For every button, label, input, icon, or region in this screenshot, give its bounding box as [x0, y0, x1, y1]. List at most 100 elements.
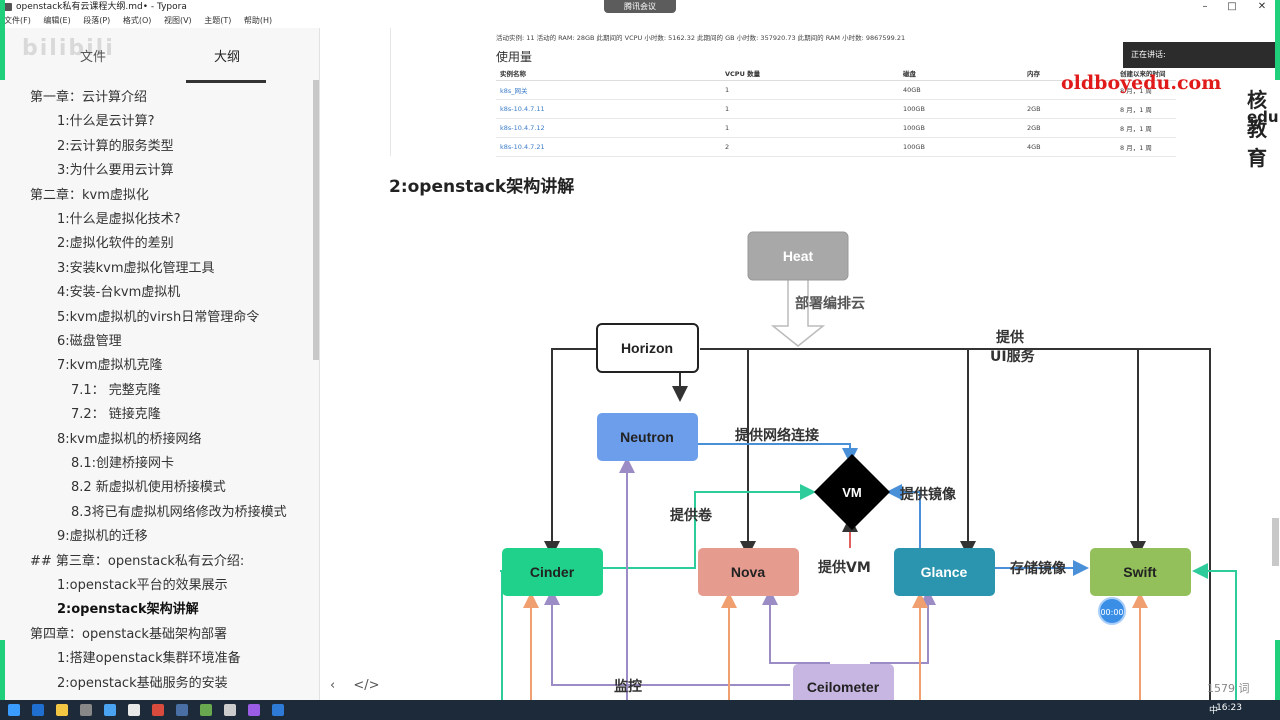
menu-help[interactable]: 帮助(H) — [243, 16, 273, 25]
instance-link[interactable]: k8s-10.4.7.12 — [496, 118, 721, 138]
table-cell: 8 月，1 周 — [1116, 118, 1176, 138]
outline-item[interactable]: 1:什么是云计算? — [57, 114, 155, 130]
share-border — [1275, 640, 1280, 702]
app-icon[interactable] — [224, 704, 236, 716]
outline-item[interactable]: 2:云计算的服务类型 — [57, 138, 174, 154]
meeting-icon[interactable] — [272, 704, 284, 716]
network-label: 提供网络连接 — [735, 427, 819, 444]
menu-format[interactable]: 格式(O) — [122, 16, 152, 25]
col-instance: 实例名称 — [496, 66, 721, 81]
vm-label: VM — [842, 485, 862, 500]
outline-item[interactable]: 2:虚拟化软件的差别 — [57, 236, 174, 252]
outline-item[interactable]: ## 第三章：openstack私有云介绍: — [30, 553, 245, 569]
table-header: 实例名称 VCPU 数量 磁盘 内存 创建以来的时间 — [496, 66, 1176, 81]
menu-file[interactable]: 文件(F) — [4, 16, 31, 25]
speaking-indicator: 正在讲话: — [1123, 42, 1275, 68]
monitor-label: 监控 — [614, 678, 642, 695]
close-button[interactable]: ✕ — [1257, 1, 1267, 12]
outline-item[interactable]: 第一章：云计算介绍 — [30, 90, 148, 105]
ceilometer-label: Ceilometer — [807, 679, 880, 695]
outline-item[interactable]: 1:什么是虚拟化技术? — [57, 212, 181, 227]
tab-outline[interactable]: 大纲 — [214, 50, 241, 65]
col-ram: 内存 — [1023, 66, 1116, 81]
maximize-button[interactable]: □ — [1227, 1, 1237, 12]
app-icon[interactable] — [200, 704, 212, 716]
usage-stats: 活动实例: 11 活动的 RAM: 28GB 此期间的 VCPU 小时数: 51… — [496, 34, 906, 42]
edge-icon[interactable] — [32, 704, 44, 716]
outline-item[interactable]: 9:虚拟机的迁移 — [57, 529, 148, 545]
app-icon[interactable] — [152, 704, 164, 716]
clock[interactable]: 16:23 — [1216, 703, 1242, 713]
openstack-architecture-diagram: Heat Horizon Neutron VM Cinder Nova Glan… — [500, 231, 1237, 708]
col-age: 创建以来的时间 — [1116, 66, 1176, 81]
collapse-sidebar-icon[interactable]: ‹ — [330, 678, 336, 693]
swift-green-line — [1192, 563, 1237, 708]
vm-node — [814, 454, 890, 530]
sidebar-scrollbar[interactable] — [313, 80, 319, 360]
app-icon[interactable] — [176, 704, 188, 716]
menu-paragraph[interactable]: 段落(P) — [83, 16, 111, 25]
cinder-green-line — [500, 570, 503, 708]
menu-theme[interactable]: 主题(T) — [204, 16, 232, 25]
outline-item[interactable]: 2:openstack基础服务的安装 — [57, 675, 228, 691]
ceilometer-node — [793, 664, 894, 708]
outline-item[interactable]: 7.1： 完整克隆 — [71, 382, 161, 398]
outline-item[interactable]: 7.2： 链接克隆 — [71, 407, 161, 423]
instance-link[interactable]: k8s_网关 — [496, 80, 721, 100]
source-mode-icon[interactable]: </> — [353, 678, 380, 693]
typora-icon[interactable] — [128, 704, 140, 716]
bilibili-watermark: bilibili — [22, 36, 115, 61]
outline-item[interactable]: 2:openstack架构讲解 — [57, 602, 199, 618]
minimize-button[interactable]: – — [1202, 1, 1208, 12]
meeting-badge[interactable]: 腾讯会议 — [604, 0, 676, 13]
outline-item[interactable]: 第二章：kvm虚拟化 — [30, 187, 149, 203]
outline-item[interactable]: 7:kvm虚拟机克隆 — [57, 358, 163, 374]
outline-item[interactable]: 1:搭建openstack集群环境准备 — [57, 651, 241, 667]
outline-item[interactable]: 8.1:创建桥接网卡 — [71, 456, 175, 471]
table-cell: 4GB — [1023, 137, 1116, 157]
image-label: 提供镜像 — [900, 486, 957, 503]
timer-badge[interactable]: 00:00 — [1098, 597, 1126, 625]
outline-item[interactable]: 8.3将已有虚拟机网络修改为桥接模式 — [71, 504, 287, 520]
chrome-icon[interactable] — [104, 704, 116, 716]
cinder-label: Cinder — [530, 564, 575, 580]
neutron-vm-line — [698, 443, 858, 464]
usage-title: 使用量 — [496, 50, 533, 64]
outline-item[interactable]: 3:为什么要用云计算 — [57, 163, 174, 179]
heat-label: Heat — [783, 248, 814, 264]
editor-scrollbar[interactable] — [1272, 518, 1279, 566]
outline-item[interactable]: 第四章：openstack基础架构部署 — [30, 626, 227, 642]
brand-edu: edu.com — [1247, 108, 1280, 126]
swift-node — [1090, 548, 1191, 596]
tab-files[interactable]: 文件 — [80, 50, 107, 65]
explorer-icon[interactable] — [56, 704, 68, 716]
outline-item[interactable]: 3:安装kvm虚拟化管理工具 — [57, 260, 215, 276]
outline-item[interactable]: 6:磁盘管理 — [57, 334, 122, 349]
cinder-vm-line — [694, 484, 816, 568]
glance-node — [894, 548, 995, 596]
word-count[interactable]: 1579 词 — [1207, 682, 1250, 695]
menu-view[interactable]: 视图(V) — [163, 16, 192, 25]
outline-item[interactable]: 8:kvm虚拟机的桥接网络 — [57, 431, 202, 447]
orchestrate-label: 部署编排云 — [795, 295, 865, 312]
ui-service-label: UI服务 — [990, 348, 1036, 365]
start-icon[interactable] — [8, 704, 20, 716]
input-language[interactable]: 中 — [1208, 706, 1218, 716]
glance-vm-line — [886, 484, 921, 548]
menu-bar: 文件(F) 编辑(E) 段落(P) 格式(O) 视图(V) 主题(T) 帮助(H… — [0, 14, 700, 28]
app-icon[interactable] — [248, 704, 260, 716]
embedded-screenshot: 活动实例: 11 活动的 RAM: 28GB 此期间的 VCPU 小时数: 51… — [390, 28, 1280, 170]
outline-item[interactable]: 1:openstack平台的效果展示 — [57, 578, 228, 593]
table-cell: 100GB — [899, 118, 1023, 138]
cinder-node — [502, 548, 603, 596]
instance-link[interactable]: k8s-10.4.7.21 — [496, 137, 721, 157]
instance-link[interactable]: k8s-10.4.7.11 — [496, 99, 721, 119]
swift-label: Swift — [1123, 564, 1157, 580]
outline-item[interactable]: 4:安装-台kvm虚拟机 — [57, 285, 181, 301]
outline-item[interactable]: 5:kvm虚拟机的virsh日常管理命令 — [57, 309, 260, 325]
ceilometer-glance — [870, 589, 936, 664]
outline-item[interactable]: 8.2 新虚拟机使用桥接模式 — [71, 480, 226, 496]
menu-edit[interactable]: 编辑(E) — [43, 16, 71, 25]
app-icon[interactable] — [80, 704, 92, 716]
